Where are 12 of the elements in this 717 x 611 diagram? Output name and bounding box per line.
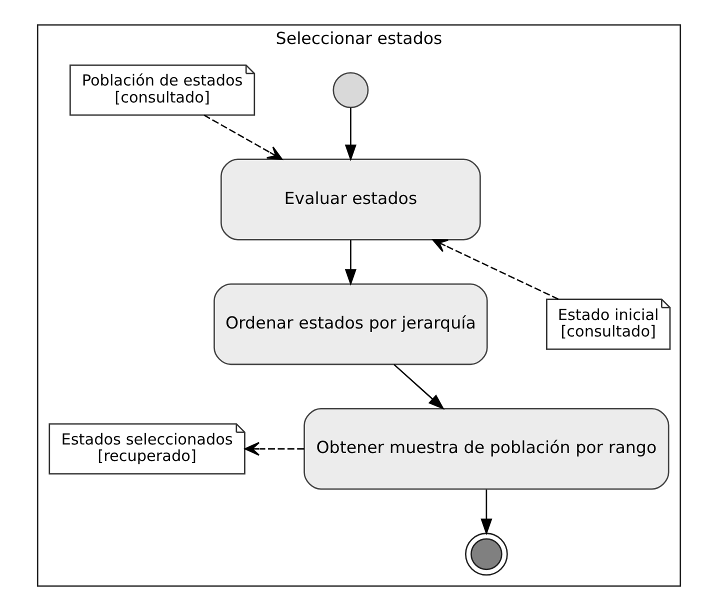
node-box: Obtener muestra de población por rango [303, 408, 669, 490]
node-circle [332, 72, 368, 108]
node-box: Evaluar estados [220, 158, 480, 240]
node-circle [464, 532, 508, 576]
arrow [344, 108, 356, 162]
arrow [244, 442, 304, 456]
node-box: Ordenar estados por jerarquía [213, 283, 488, 366]
arrow [393, 364, 444, 410]
arrow [344, 240, 356, 286]
arrow [480, 490, 492, 536]
arrow [203, 114, 282, 160]
arrow [432, 239, 558, 300]
